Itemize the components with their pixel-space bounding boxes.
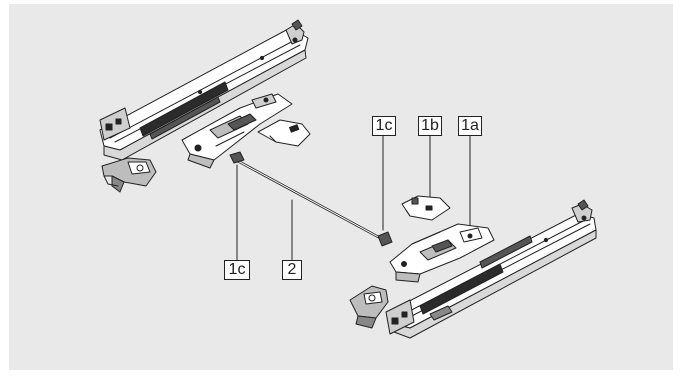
upper-left-clip — [101, 157, 157, 193]
upper-left-bracket-plate — [257, 119, 311, 147]
bracket-1b — [401, 195, 451, 221]
upper-left-runner — [99, 19, 309, 161]
callout-1b: 1b — [418, 116, 442, 136]
locking-device-1a — [389, 223, 495, 283]
callout-1a: 1a — [458, 116, 482, 136]
callout-1c-bottom: 1c — [224, 260, 250, 280]
callout-2: 2 — [282, 260, 302, 280]
callout-leaders — [236, 135, 471, 261]
synchronisation-rod — [229, 151, 393, 247]
lower-right-runner — [385, 199, 597, 339]
upper-left-locking-device — [181, 93, 293, 169]
callout-1c-top: 1c — [372, 116, 396, 136]
lower-right-clip — [349, 285, 389, 329]
